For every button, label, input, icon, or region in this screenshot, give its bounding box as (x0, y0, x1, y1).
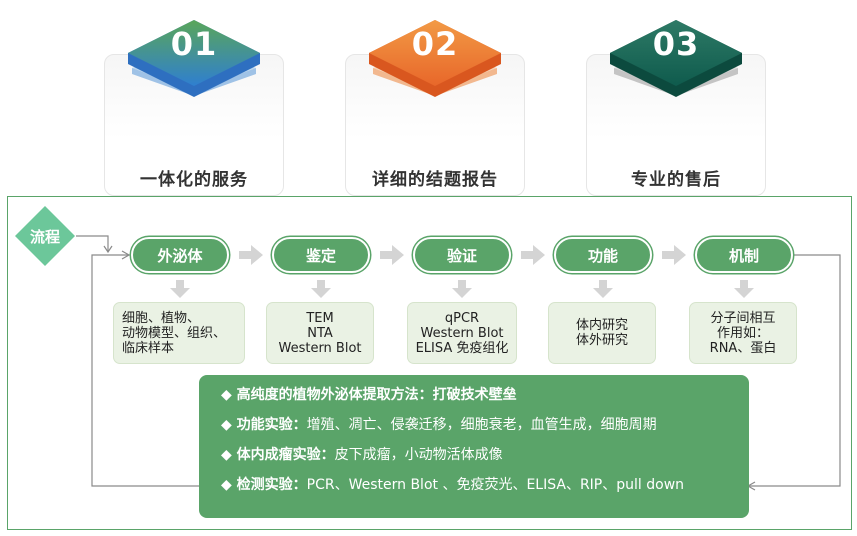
desc-line: 临床样本 (122, 340, 175, 356)
arrow-right-icon (521, 245, 545, 265)
experiment-item: ◆ 体内成瘤实验：皮下成瘤，小动物活体成像 (221, 445, 749, 475)
feature-card-2: 详细的结题报告 (345, 54, 525, 196)
experiments-box: ◆ 高纯度的植物外泌体提取方法：打破技术壁垒 ◆ 功能实验：增殖、凋亡、侵袭迁移… (199, 375, 749, 518)
desc-identification: TEM NTA Western Blot (266, 302, 374, 364)
badge-number: 03 (652, 25, 700, 63)
feature-title: 详细的结题报告 (372, 170, 498, 190)
experiment-label: ◆ 检测实验： (221, 477, 307, 493)
number-badge-2: 02 (365, 8, 505, 108)
arrow-down-icon (593, 280, 613, 298)
experiment-item: ◆ 功能实验：增殖、凋亡、侵袭迁移，细胞衰老，血管生成，细胞周期 (221, 415, 749, 445)
desc-line: NTA (307, 325, 333, 341)
flow-label: 流程 (29, 228, 60, 246)
feature-title: 专业的售后 (631, 170, 721, 190)
experiment-text: 增殖、凋亡、侵袭迁移，细胞衰老，血管生成，细胞周期 (306, 417, 657, 433)
number-badge-1: 01 (124, 8, 264, 108)
desc-line: 体内研究 (575, 318, 628, 333)
experiment-item: ◆ 高纯度的植物外泌体提取方法：打破技术壁垒 (221, 385, 749, 415)
experiment-text: 打破技术壁垒 (432, 387, 517, 403)
flow-diamond (14, 205, 76, 267)
experiment-label: ◆ 功能实验： (221, 417, 307, 433)
arrow-down-icon (170, 280, 190, 298)
desc-line: Western Blot (420, 325, 504, 341)
arrow-down-icon (452, 280, 472, 298)
step-identification: 鉴定 (272, 237, 370, 273)
step-mechanism: 机制 (695, 237, 793, 273)
arrow-right-icon (239, 245, 263, 265)
desc-line: RNA、蛋白 (709, 340, 777, 356)
desc-line: 动物模型、组织、 (122, 325, 227, 341)
arrow-right-icon (662, 245, 686, 265)
experiment-label: ◆ 体内成瘤实验： (221, 447, 335, 463)
arrow-down-icon (734, 280, 754, 298)
step-function: 功能 (554, 237, 652, 273)
arrow-down-icon (311, 280, 331, 298)
desc-line: ELISA 免疫组化 (415, 340, 509, 356)
experiment-text: PCR、Western Blot 、免疫荧光、ELISA、RIP、pull do… (306, 477, 685, 493)
desc-line: TEM (306, 310, 334, 326)
desc-validation: qPCR Western Blot ELISA 免疫组化 (407, 302, 517, 364)
feature-title: 一体化的服务 (140, 170, 248, 190)
number-badge-3: 03 (606, 8, 746, 108)
desc-line: 分子间相互 (710, 310, 776, 326)
desc-mechanism: 分子间相互 作用如： RNA、蛋白 (689, 302, 797, 364)
desc-line: qPCR (444, 310, 480, 326)
desc-line: Western Blot (278, 340, 362, 356)
desc-exosome: 细胞、植物、 动物模型、组织、 临床样本 (113, 302, 245, 364)
experiment-label: ◆ 高纯度的植物外泌体提取方法： (221, 387, 433, 403)
badge-number: 01 (170, 25, 218, 63)
experiment-text: 皮下成瘤，小动物活体成像 (334, 447, 503, 463)
step-exosome: 外泌体 (131, 237, 229, 273)
step-validation: 验证 (413, 237, 511, 273)
arrow-right-icon (380, 245, 404, 265)
desc-line: 体外研究 (575, 333, 628, 348)
desc-line: 细胞、植物、 (122, 310, 201, 326)
desc-function: 体内研究 体外研究 (548, 302, 656, 364)
experiment-item: ◆ 检测实验：PCR、Western Blot 、免疫荧光、ELISA、RIP、… (221, 475, 749, 505)
desc-line: 作用如： (716, 325, 769, 341)
badge-number: 02 (411, 25, 459, 63)
